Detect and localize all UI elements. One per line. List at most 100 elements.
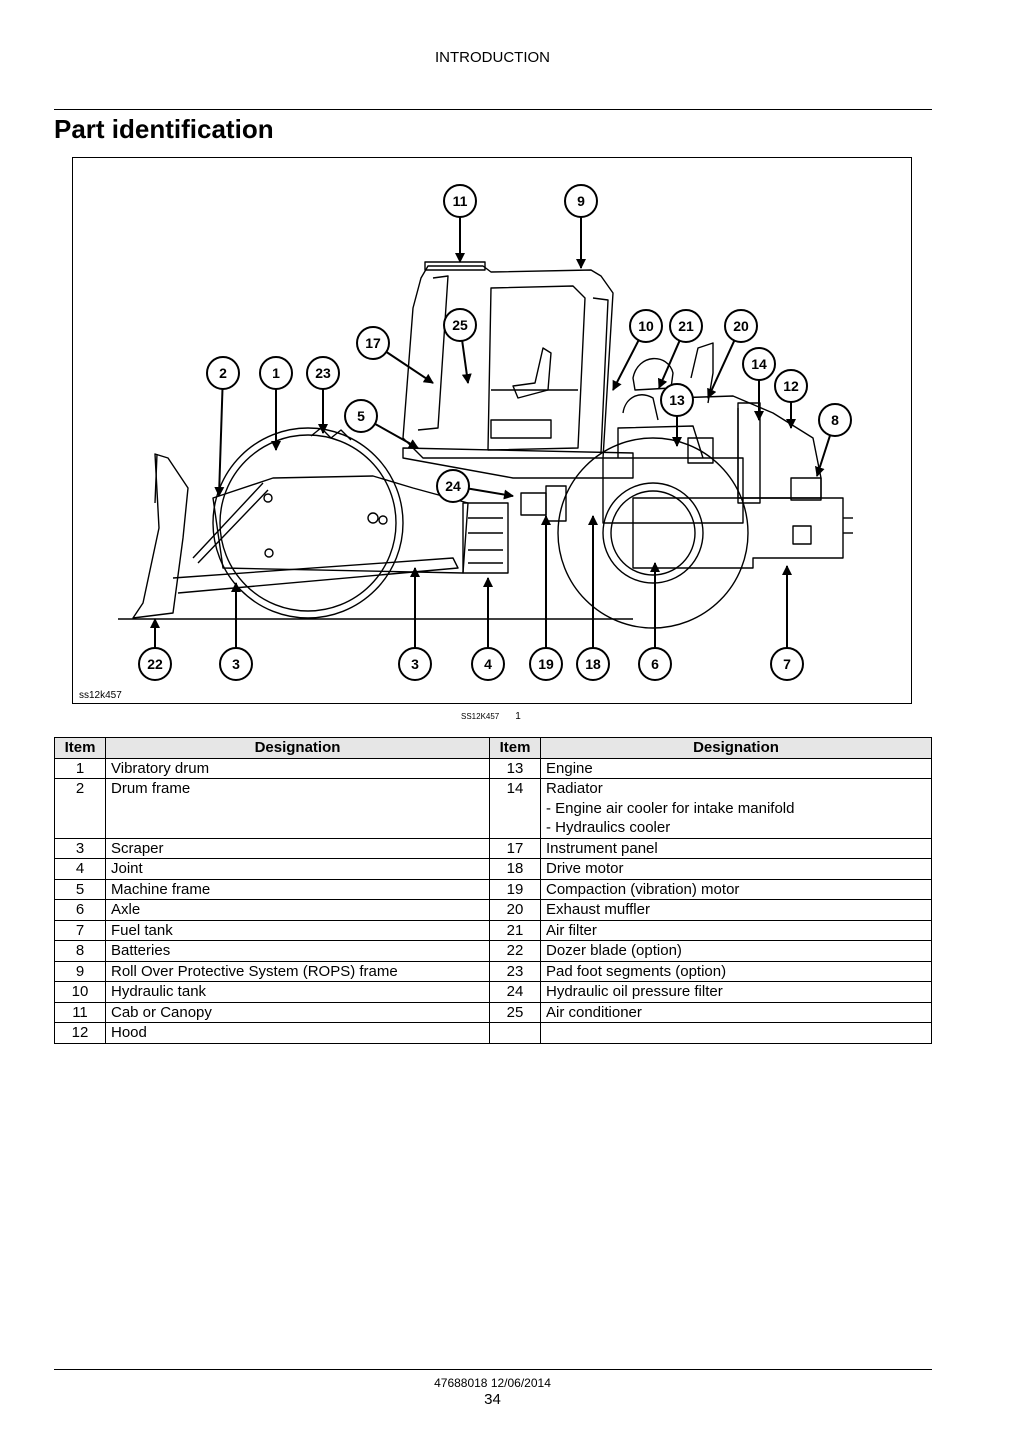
callout-bubble (669, 309, 703, 343)
designation-line: Roll Over Protective System (ROPS) frame (111, 962, 398, 980)
item-designation: Compaction (vibration) motor (540, 878, 932, 900)
doc-code: 47688018 12/06/2014 (434, 1376, 551, 1390)
callout-number: 5 (357, 408, 365, 424)
header-rule (54, 109, 932, 110)
item-designation: Joint (105, 858, 490, 880)
page-title: Part identification (54, 114, 274, 144)
item-designation: Fuel tank (105, 919, 490, 941)
callout-bubble (629, 309, 663, 343)
item-number: 12 (54, 1022, 106, 1044)
callout-bubble (398, 647, 432, 681)
col-item-a: Item (54, 737, 106, 759)
designation-line: Machine frame (111, 880, 211, 898)
parts-table: Item Designation Item Designation 1 Vibra… (54, 737, 932, 1044)
table-row: 9 Roll Over Protective System (ROPS) fram… (54, 960, 932, 982)
callout-leader-line (658, 340, 681, 389)
callout-number: 22 (147, 656, 163, 672)
item-designation: Instrument panel (540, 837, 932, 859)
item-number: 14 (489, 778, 541, 839)
callout-leader-line (461, 340, 472, 384)
callout-bubble (576, 647, 610, 681)
callout-number: 6 (651, 656, 659, 672)
section-header: INTRODUCTION (435, 49, 550, 66)
item-number: 2 (54, 778, 106, 839)
callout-leader-line (707, 340, 736, 399)
item-number: 23 (489, 960, 541, 982)
callout-bubble (742, 347, 776, 381)
designation-line: Vibratory drum (111, 759, 210, 777)
item-number: 20 (489, 899, 541, 921)
table-row: 12 Hood (54, 1022, 932, 1044)
item-number: 5 (54, 878, 106, 900)
designation-line: Batteries (111, 942, 171, 959)
item-designation: Hydraulic oil pressure filter (540, 981, 932, 1003)
item-designation: Roll Over Protective System (ROPS) frame (105, 960, 490, 982)
callout-leader-line (374, 422, 419, 449)
item-number (489, 1022, 541, 1044)
item-number: 24 (489, 981, 541, 1003)
item-number: 19 (489, 878, 541, 900)
callout-bubble (724, 309, 758, 343)
item-designation: Drive motor (540, 858, 932, 880)
col-item-b: Item (489, 737, 541, 759)
item-number: 18 (489, 858, 541, 880)
callout-bubble (306, 356, 340, 390)
item-designation: Pad foot segments (option) (540, 960, 932, 982)
item-number: 21 (489, 919, 541, 941)
callout-number: 3 (411, 656, 419, 672)
designation-line: Hydraulic tank (111, 983, 207, 1000)
item-number: 25 (489, 1001, 541, 1023)
callout-bubble (529, 647, 563, 681)
designation-line: Instrument panel (546, 839, 658, 857)
designation-line: Cab or Canopy (111, 1003, 212, 1021)
callout-number: 14 (751, 356, 767, 372)
callout-number: 18 (585, 656, 601, 672)
item-number: 17 (489, 837, 541, 859)
callout-bubble (219, 647, 253, 681)
designation-line: Air filter (546, 921, 597, 939)
table-row: 7 Fuel tank 21 Air filter (54, 919, 932, 941)
item-designation: Air conditioner (540, 1001, 932, 1023)
figure-image-tag: ss12k457 (79, 690, 122, 701)
callout-bubble (774, 369, 808, 403)
callout-bubble (206, 356, 240, 390)
item-number: 11 (54, 1001, 106, 1023)
item-number: 1 (54, 757, 106, 779)
item-designation: Scraper (105, 837, 490, 859)
item-number: 9 (54, 960, 106, 982)
item-number: 7 (54, 919, 106, 941)
item-number: 6 (54, 899, 106, 921)
callout-number: 19 (538, 656, 554, 672)
callout-leader-line (468, 487, 514, 500)
callout-number: 10 (638, 318, 654, 334)
col-designation-a: Designation (105, 737, 490, 759)
callout-bubble (660, 383, 694, 417)
callout-number: 20 (733, 318, 749, 334)
item-number: 8 (54, 940, 106, 962)
designation-line: Engine (546, 759, 593, 777)
designation-line: Hood (111, 1024, 147, 1041)
designation-line: Radiator (546, 780, 603, 797)
figure-reference-number: 1 (515, 711, 521, 722)
parts-table-header: Item Designation Item Designation (54, 737, 932, 759)
designation-line: Drum frame (111, 780, 191, 797)
designation-line: Fuel tank (111, 921, 173, 939)
callout-number: 11 (453, 193, 468, 209)
callout-bubble (770, 647, 804, 681)
callout-bubble (356, 326, 390, 360)
footer-rule (54, 1369, 932, 1370)
callout-number: 1 (272, 365, 280, 381)
item-designation: Drum frame (105, 778, 490, 839)
callout-number: 8 (831, 412, 839, 428)
designation-line: Drive motor (546, 860, 624, 877)
designation-line: - Hydraulics cooler (546, 819, 671, 836)
callout-number: 4 (484, 656, 492, 672)
callout-number: 2 (219, 365, 227, 381)
